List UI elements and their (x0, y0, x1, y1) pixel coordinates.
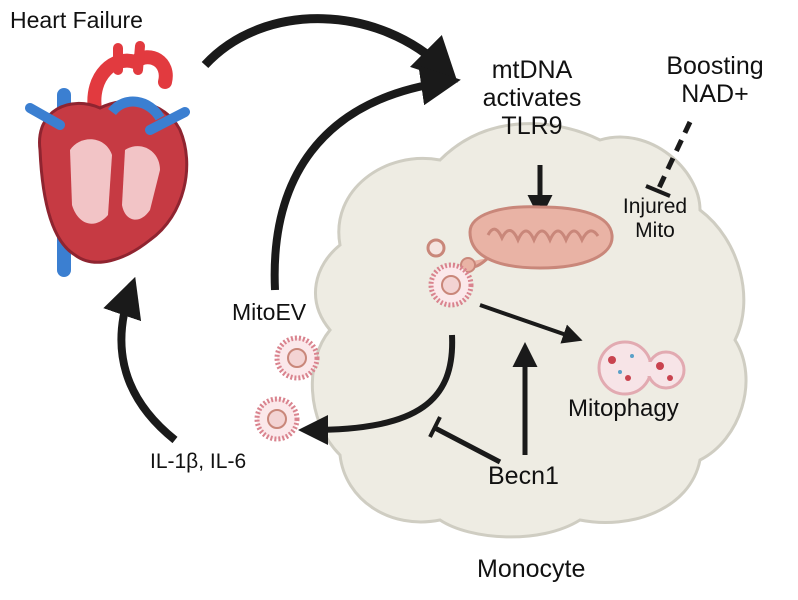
label-mtdna-line3: TLR9 (501, 112, 563, 140)
label-injured-line1: Injured (622, 195, 688, 218)
arrow-heart-to-mtdna (201, 14, 458, 83)
inhibition-nad-to-mito (655, 120, 693, 192)
arrow-il-to-heart (103, 276, 178, 444)
label-injured-line2: Mito (635, 218, 675, 242)
arrow-vesicle-release (298, 334, 456, 445)
mitochondrion-icon (460, 205, 614, 273)
mitoev-vesicle-icon (254, 396, 300, 442)
inhibition-becn1-to-release (433, 425, 502, 465)
arrow-to-mitophagy (479, 303, 583, 344)
label-mtdna-line1: mtDNA (491, 56, 573, 84)
label-monocyte: Monocyte (477, 555, 586, 583)
label-mtdna-line2: activates (482, 84, 582, 112)
heart-icon (25, 41, 190, 277)
label-il: IL-1β, IL-6 (150, 450, 247, 473)
label-mitoev: MitoEV (232, 299, 307, 325)
mitophagy-icon (597, 340, 686, 396)
label-boosting-nad: Boosting NAD+ (640, 52, 790, 108)
extracellular-vesicle-icon (428, 262, 474, 308)
mitoev-vesicle-icon (274, 335, 320, 381)
vesicle-icon (426, 238, 446, 258)
label-heart-failure: Heart Failure (10, 7, 143, 33)
label-becn1: Becn1 (488, 462, 559, 490)
label-mitophagy: Mitophagy (568, 395, 679, 422)
arrow-mitoev-to-mtdna (270, 65, 461, 291)
label-boosting-line2: NAD+ (681, 80, 749, 108)
label-boosting-line1: Boosting (666, 52, 764, 80)
label-injured-mito: Injured Mito (605, 195, 705, 242)
label-mtdna-activates-tlr9: mtDNA activates TLR9 (452, 56, 612, 140)
